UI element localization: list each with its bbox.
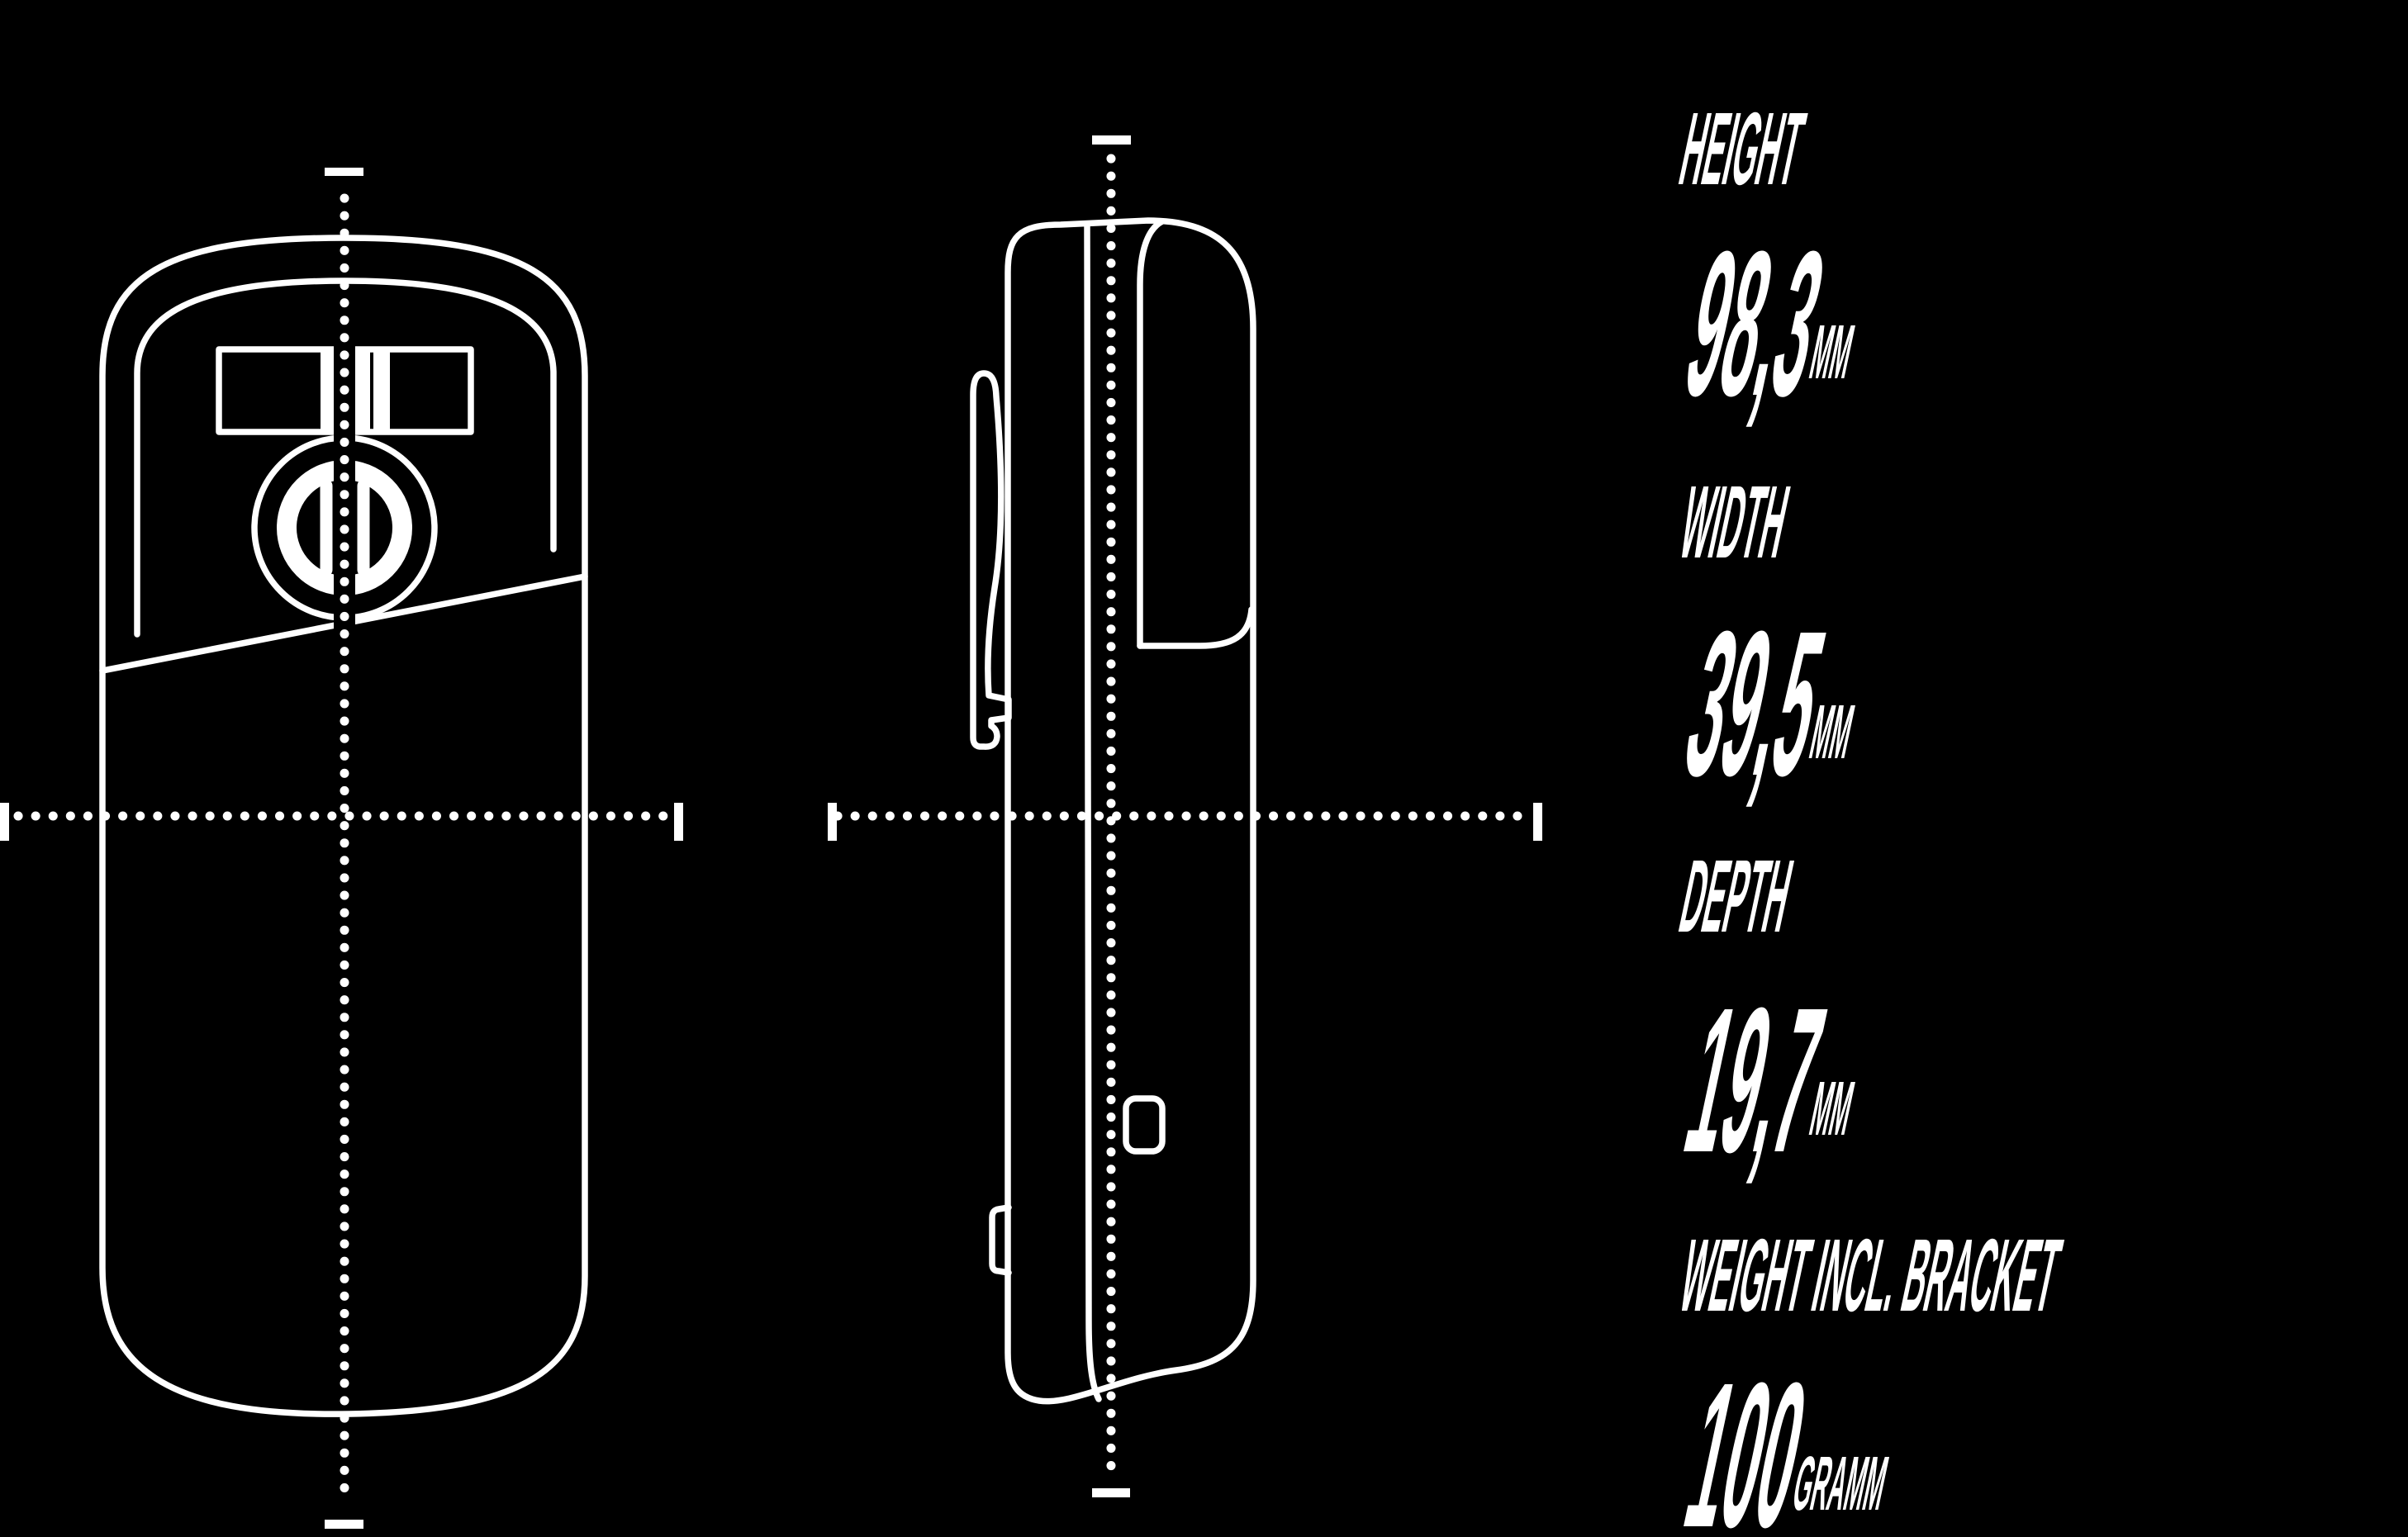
dimension-tick-right (1533, 803, 1542, 841)
side-lens-seam-left (1137, 218, 1166, 649)
front-body-outline (99, 235, 588, 1417)
spec-label-height: HEIGHT (1671, 92, 1813, 206)
mount-bracket (970, 370, 1012, 750)
dimension-tick-left (0, 803, 9, 841)
reflector-bar (321, 349, 335, 432)
side-lens-seam-bottom (1137, 606, 1255, 649)
dimension-tick-top (325, 168, 363, 176)
dimension-tick-left (828, 803, 837, 841)
dimension-tick-bottom (1092, 1488, 1130, 1497)
spec-label-depth: DEPTH (1671, 839, 1802, 954)
side-face-seam (1084, 221, 1102, 1402)
dimension-tick-bottom (325, 1520, 363, 1529)
front-crosshair (0, 168, 683, 1529)
spec-value-unit: GRAMM (1786, 1440, 1895, 1526)
mount-tab-lower (989, 1204, 1012, 1276)
side-view-drawing (970, 217, 1256, 1405)
spec-label-weight: WEIGHT INCL. BRACKET (1671, 1218, 2070, 1333)
dimension-tick-top (1092, 135, 1131, 145)
reflector-bar (355, 349, 370, 432)
side-button (1123, 1095, 1166, 1155)
side-body-outline (1005, 217, 1256, 1405)
reflector-bar (373, 349, 390, 432)
side-crosshair (828, 135, 1542, 1497)
dimension-tick-right (674, 803, 683, 841)
